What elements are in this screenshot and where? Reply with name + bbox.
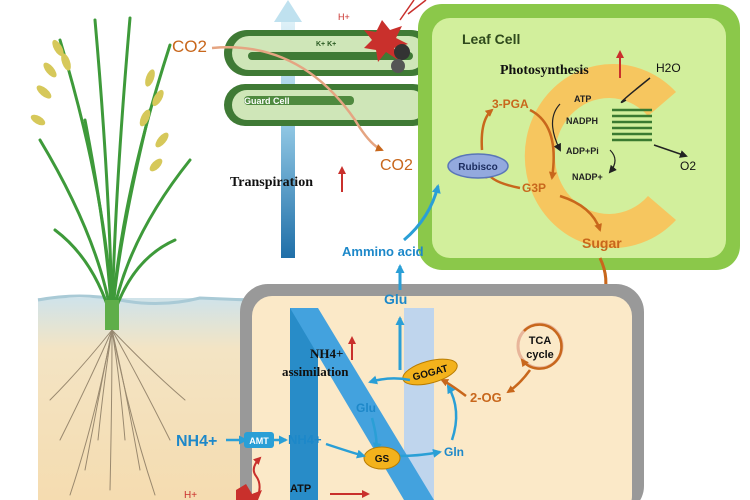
- gln-label: Gln: [444, 445, 464, 459]
- adp-pi-label: ADP+Pi: [566, 146, 599, 156]
- rubisco-label: Rubisco: [458, 162, 497, 173]
- gs-enzyme: GS: [363, 446, 401, 470]
- nh4-internal-label: NH4+: [288, 432, 322, 447]
- amt-label: AMT: [249, 436, 269, 446]
- atp-root-label: ATP: [290, 483, 311, 495]
- signal-burst-icon: [364, 20, 408, 62]
- co2-entry-arrow: [211, 46, 384, 152]
- nh4-assimilation-label-2: assimilation: [282, 364, 349, 379]
- amt-transporter: AMT: [244, 432, 274, 448]
- atp-pump-icon: [394, 44, 410, 60]
- proton-label-top: H+: [338, 12, 350, 22]
- leaf-cell: Leaf Cell Photosynthesis H2O O2 ATP NADP…: [418, 4, 740, 270]
- photosynthesis-label: Photosynthesis: [500, 63, 589, 78]
- gs-to-gln-arrow: [397, 448, 442, 458]
- leaf-cell-label: Leaf Cell: [462, 31, 520, 47]
- water-label: H2O: [656, 61, 681, 75]
- gs-label: GS: [375, 454, 390, 465]
- root-cell: [240, 284, 644, 500]
- proton-label-bottom: H+: [184, 490, 197, 500]
- potassium-channel-label: K+ K+: [316, 41, 336, 48]
- rice-plant-illustration: [30, 16, 192, 496]
- nadph-label: NADPH: [566, 116, 598, 126]
- co2-top-label: CO2: [172, 37, 207, 56]
- chloroplast-shape: [524, 64, 676, 249]
- pga-label: 3-PGA: [492, 97, 529, 111]
- proton-signal-arrow: [252, 456, 262, 497]
- nh4-assimilation-label-1: NH4+: [310, 346, 343, 361]
- gln-to-gogat-arrow: [446, 384, 458, 441]
- guard-cell-label: Guard Cell: [244, 96, 290, 106]
- rubisco-to-pga-arrow: [480, 108, 494, 151]
- tca-label-line2: cycle: [526, 349, 554, 361]
- co2-mid-label: CO2: [380, 157, 413, 174]
- tca-to-2og-arrow: [506, 369, 532, 394]
- rubisco-enzyme: [447, 153, 509, 179]
- glu-inner-label: Glu: [356, 401, 376, 415]
- nitrogen-letter-shape: [290, 308, 434, 500]
- root-signal-burst-icon: [236, 484, 262, 500]
- gogat-enzyme: GOGAT: [402, 358, 458, 386]
- atp-leaf-label: ATP: [574, 94, 591, 104]
- nadp-label: NADP+: [572, 172, 603, 182]
- soil-area: [37, 294, 249, 500]
- xylem-column: [274, 0, 302, 258]
- adp-pump-icon: [391, 59, 405, 73]
- thylakoid-stack: [612, 108, 652, 142]
- guard-cell-illustration: Guard Cell K+ K+ H+: [224, 0, 434, 126]
- glu-top-label: Glu: [384, 291, 407, 307]
- pga-to-g3p-arrow: [529, 108, 557, 180]
- oxygen-label: O2: [680, 159, 696, 173]
- nh4-external-label: NH4+: [176, 433, 217, 450]
- g3p-to-sugar-arrow: [559, 194, 602, 232]
- tca-cycle: TCA cycle: [516, 322, 564, 370]
- tca-label-line1: TCA: [529, 335, 552, 347]
- nh4-to-gs-arrow: [325, 442, 366, 459]
- gogat-outgoing-arrow: [368, 375, 411, 385]
- amino-acid-label: Ammino acid: [342, 244, 424, 259]
- amino-acid-to-rubisco-arrow: [403, 184, 441, 242]
- g3p-label: G3P: [522, 181, 546, 195]
- two-og-label: 2-OG: [470, 390, 502, 405]
- transpiration-label: Transpiration: [230, 175, 313, 190]
- sugar-label: Sugar: [582, 235, 622, 251]
